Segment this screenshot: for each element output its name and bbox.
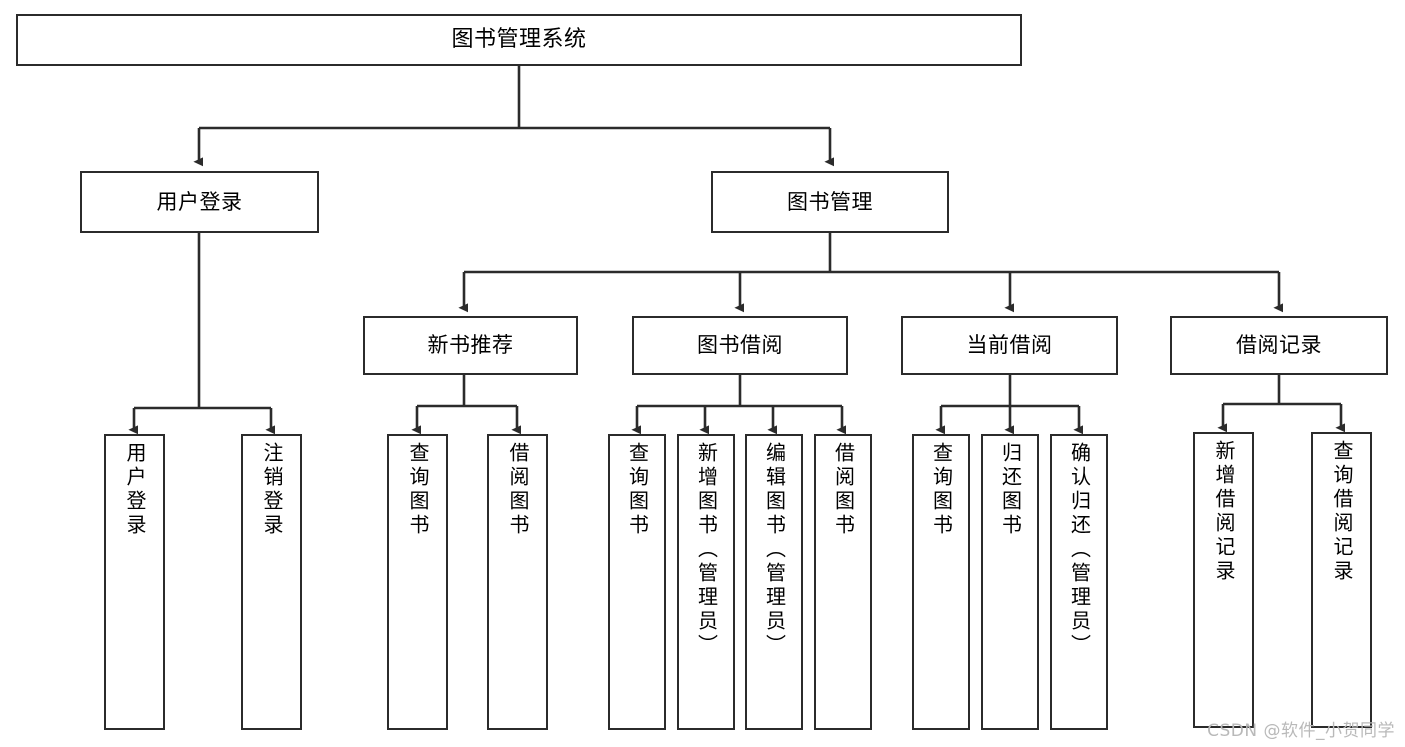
node-label: 用户登录 <box>156 189 243 214</box>
node-label: 新书推荐 <box>427 333 514 358</box>
node-current-borrowing[interactable]: 当前借阅 <box>901 316 1118 375</box>
node-label: 归还图书 <box>998 442 1023 538</box>
leaf-user-logout[interactable]: 注销登录 <box>241 434 302 730</box>
node-root-book-management-system[interactable]: 图书管理系统 <box>16 14 1022 66</box>
node-book-borrowing[interactable]: 图书借阅 <box>632 316 848 375</box>
node-label: 当前借阅 <box>966 333 1053 358</box>
node-label: 借阅图书 <box>831 442 856 538</box>
leaf-query-book-current[interactable]: 查询图书 <box>912 434 970 730</box>
node-label: 查询图书 <box>406 442 430 538</box>
node-label: 确认归还（管理员） <box>1067 442 1092 658</box>
node-borrowing-record[interactable]: 借阅记录 <box>1170 316 1388 375</box>
node-label: 查询借阅记录 <box>1330 440 1354 584</box>
leaf-edit-book-admin[interactable]: 编辑图书（管理员） <box>745 434 803 730</box>
node-book-management[interactable]: 图书管理 <box>711 171 949 233</box>
node-label: 借阅图书 <box>506 442 530 538</box>
node-new-book-recommendation[interactable]: 新书推荐 <box>363 316 578 375</box>
node-label: 图书管理系统 <box>451 27 587 53</box>
leaf-borrow-book-borrow[interactable]: 借阅图书 <box>814 434 872 730</box>
leaf-user-login[interactable]: 用户登录 <box>104 434 165 730</box>
node-label: 图书借阅 <box>697 333 783 358</box>
leaf-query-book-new-book[interactable]: 查询图书 <box>387 434 448 730</box>
node-label: 新增借阅记录 <box>1212 440 1236 584</box>
node-label: 编辑图书（管理员） <box>762 442 787 658</box>
leaf-return-book[interactable]: 归还图书 <box>981 434 1039 730</box>
node-user-login[interactable]: 用户登录 <box>80 171 319 233</box>
leaf-add-book-admin[interactable]: 新增图书（管理员） <box>677 434 735 730</box>
leaf-query-borrow-record[interactable]: 查询借阅记录 <box>1311 432 1372 728</box>
node-label: 图书管理 <box>787 189 873 214</box>
node-label: 查询图书 <box>625 442 650 538</box>
leaf-borrow-book-new-book[interactable]: 借阅图书 <box>487 434 548 730</box>
leaf-query-book-borrow[interactable]: 查询图书 <box>608 434 666 730</box>
node-label: 借阅记录 <box>1236 333 1322 358</box>
node-label: 查询图书 <box>929 442 954 538</box>
node-label: 新增图书（管理员） <box>694 442 719 658</box>
leaf-confirm-return-admin[interactable]: 确认归还（管理员） <box>1050 434 1108 730</box>
node-label: 注销登录 <box>260 442 284 538</box>
csdn-watermark: CSDN @软件_小贺同学 <box>1207 721 1395 741</box>
node-label: 用户登录 <box>123 442 147 538</box>
leaf-add-borrow-record[interactable]: 新增借阅记录 <box>1193 432 1254 728</box>
